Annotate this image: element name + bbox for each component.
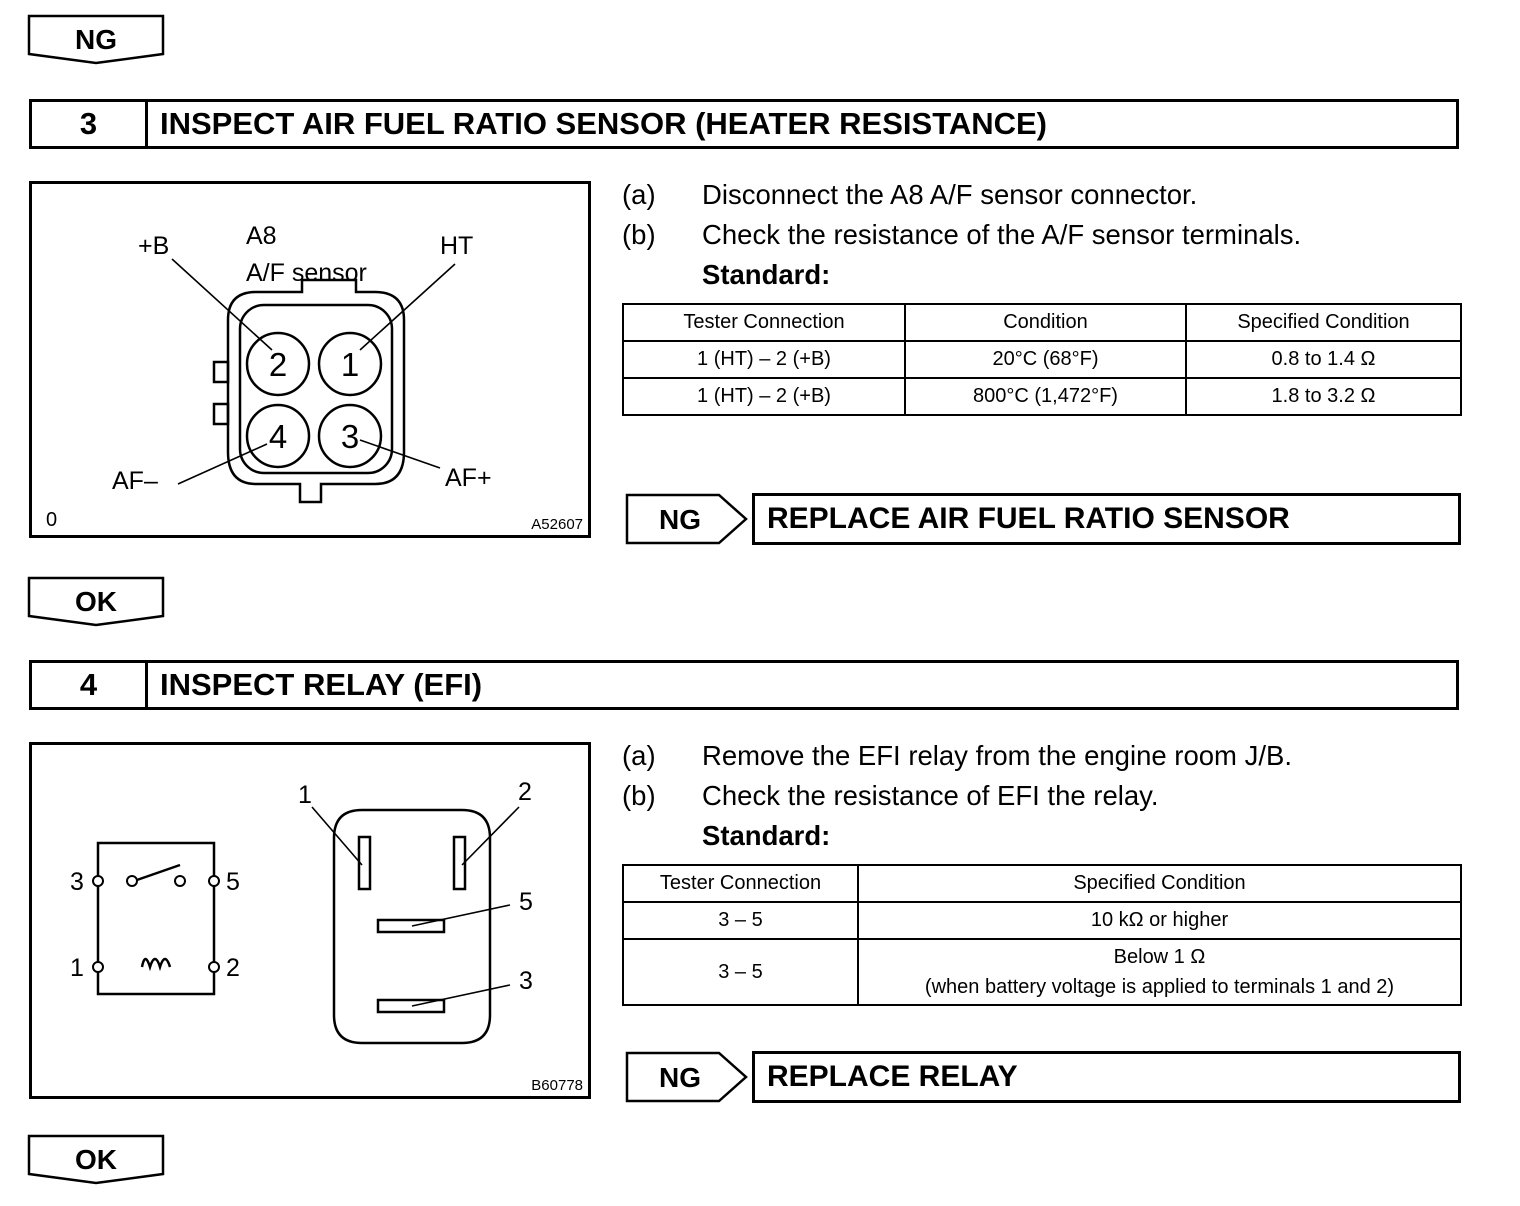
step-number: 4 bbox=[32, 663, 148, 707]
table-cell: 1 (HT) – 2 (+B) bbox=[622, 377, 906, 416]
corner-mark: 0 bbox=[46, 509, 57, 531]
relay-terminal-2: 2 bbox=[518, 778, 532, 806]
table-cell: 10 kΩ or higher bbox=[857, 901, 1462, 940]
ng-action: REPLACE RELAY bbox=[752, 1051, 1461, 1103]
ng-arrow-tag: NG bbox=[625, 1051, 748, 1103]
instruction-label: (a) bbox=[622, 179, 656, 210]
ng-action: REPLACE AIR FUEL RATIO SENSOR bbox=[752, 493, 1461, 545]
table-cell-line: (when battery voltage is applied to term… bbox=[924, 976, 1395, 998]
instruction-a: (a) Remove the EFI relay from the engine… bbox=[622, 736, 1292, 776]
table-cell-line: Below 1 Ω bbox=[1113, 946, 1206, 968]
relay-terminal-3: 3 bbox=[519, 967, 533, 995]
step-4-spec-table: Tester Connection Specified Condition 3 … bbox=[622, 864, 1462, 1006]
table-row: 3 – 5 Below 1 Ω (when battery voltage is… bbox=[622, 938, 1462, 1006]
table-row: 1 (HT) – 2 (+B) 800°C (1,472°F) 1.8 to 3… bbox=[622, 377, 1462, 416]
pin-4-label: 4 bbox=[269, 418, 287, 455]
label-plus-b: +B bbox=[138, 232, 169, 260]
pin-1-label: 1 bbox=[341, 346, 359, 383]
connector-name: A/F sensor bbox=[246, 259, 367, 287]
table-cell: 800°C (1,472°F) bbox=[904, 377, 1187, 416]
table-header-row: Tester Connection Specified Condition bbox=[622, 864, 1462, 903]
instruction-b: (b) Check the resistance of EFI the rela… bbox=[622, 776, 1292, 816]
figure-code: A52607 bbox=[531, 516, 583, 533]
relay-schematic bbox=[96, 841, 216, 996]
efi-relay-figure: 3 5 1 2 1 2 5 3 B60778 bbox=[29, 742, 591, 1099]
pin-3-label: 3 bbox=[341, 418, 359, 455]
table-header-row: Tester Connection Condition Specified Co… bbox=[622, 303, 1462, 342]
step-4-instructions: (a) Remove the EFI relay from the engine… bbox=[622, 736, 1292, 856]
table-cell: 1.8 to 3.2 Ω bbox=[1185, 377, 1462, 416]
figure-code: B60778 bbox=[531, 1077, 583, 1094]
standard-label: Standard: bbox=[702, 259, 831, 290]
instruction-label: (a) bbox=[622, 740, 656, 771]
table-row: 1 (HT) – 2 (+B) 20°C (68°F) 0.8 to 1.4 Ω bbox=[622, 340, 1462, 379]
schematic-terminal-5: 5 bbox=[226, 868, 240, 896]
step-3-spec-table: Tester Connection Condition Specified Co… bbox=[622, 303, 1462, 416]
table-cell-multiline: Below 1 Ω (when battery voltage is appli… bbox=[857, 938, 1462, 1006]
ng-arrow-text: NG bbox=[659, 504, 701, 535]
table-header-cell: Condition bbox=[904, 303, 1187, 342]
instruction-text: Disconnect the A8 A/F sensor connector. bbox=[702, 179, 1198, 210]
table-cell: 20°C (68°F) bbox=[904, 340, 1187, 379]
ok-tag: OK bbox=[27, 576, 165, 627]
instruction-label: (b) bbox=[622, 219, 656, 250]
pin-2-label: 2 bbox=[269, 346, 287, 383]
table-cell: 1 (HT) – 2 (+B) bbox=[622, 340, 906, 379]
step-title: INSPECT RELAY (EFI) bbox=[160, 667, 483, 702]
table-header-cell: Specified Condition bbox=[1185, 303, 1462, 342]
step-3-ng-result: NG REPLACE AIR FUEL RATIO SENSOR bbox=[625, 493, 1463, 545]
schematic-terminal-2: 2 bbox=[226, 954, 240, 982]
af-sensor-connector-figure: 2 1 4 3 +B A8 A/F sensor HT AF– AF+ 0 A5… bbox=[29, 181, 591, 538]
ng-arrow-text: NG bbox=[659, 1062, 701, 1093]
schematic-terminal-3: 3 bbox=[70, 868, 84, 896]
step-number: 3 bbox=[32, 102, 148, 146]
step-3-header: 3 INSPECT AIR FUEL RATIO SENSOR (HEATER … bbox=[29, 99, 1459, 149]
relay-body bbox=[332, 808, 492, 1045]
instruction-text: Check the resistance of the A/F sensor t… bbox=[702, 219, 1302, 250]
table-header-cell: Specified Condition bbox=[857, 864, 1462, 903]
step-3-instructions: (a) Disconnect the A8 A/F sensor connect… bbox=[622, 175, 1301, 295]
ng-tag-top: NG bbox=[27, 14, 165, 65]
schematic-terminal-1: 1 bbox=[70, 954, 84, 982]
label-af-minus: AF– bbox=[112, 467, 158, 495]
label-ht: HT bbox=[440, 232, 473, 260]
instruction-b: (b) Check the resistance of the A/F sens… bbox=[622, 215, 1301, 255]
instruction-a: (a) Disconnect the A8 A/F sensor connect… bbox=[622, 175, 1301, 215]
step-4-header: 4 INSPECT RELAY (EFI) bbox=[29, 660, 1459, 710]
table-cell: 0.8 to 1.4 Ω bbox=[1185, 340, 1462, 379]
instruction-text: Check the resistance of EFI the relay. bbox=[702, 780, 1159, 811]
ng-tag-top-text: NG bbox=[75, 24, 117, 55]
ok-tag-text: OK bbox=[75, 1144, 117, 1175]
label-af-plus: AF+ bbox=[445, 464, 492, 492]
table-header-cell: Tester Connection bbox=[622, 864, 859, 903]
connector-id: A8 bbox=[246, 222, 277, 250]
table-cell: 3 – 5 bbox=[622, 938, 859, 1006]
standard-label: Standard: bbox=[702, 820, 831, 851]
ng-arrow-tag: NG bbox=[625, 493, 748, 545]
step-title: INSPECT AIR FUEL RATIO SENSOR (HEATER RE… bbox=[160, 106, 1047, 141]
table-header-cell: Tester Connection bbox=[622, 303, 906, 342]
relay-terminal-5: 5 bbox=[519, 888, 533, 916]
ok-tag-text: OK bbox=[75, 586, 117, 617]
relay-terminal-1: 1 bbox=[298, 781, 312, 809]
table-cell: 3 – 5 bbox=[622, 901, 859, 940]
instruction-text: Remove the EFI relay from the engine roo… bbox=[702, 740, 1292, 771]
step-4-ng-result: NG REPLACE RELAY bbox=[625, 1051, 1463, 1103]
table-row: 3 – 5 10 kΩ or higher bbox=[622, 901, 1462, 940]
instruction-label: (b) bbox=[622, 780, 656, 811]
ok-tag: OK bbox=[27, 1134, 165, 1185]
